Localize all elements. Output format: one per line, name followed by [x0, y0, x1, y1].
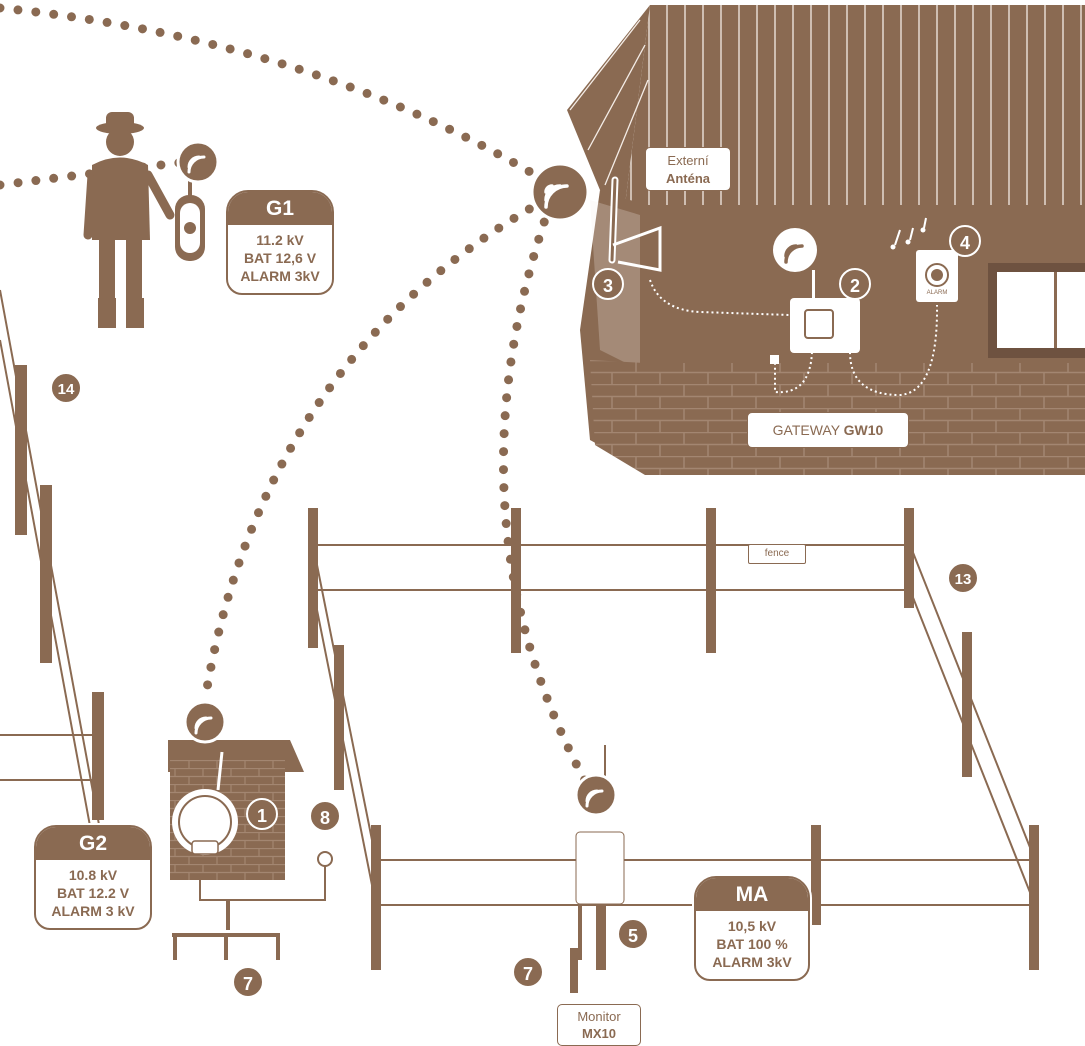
- wifi-icon: [773, 228, 817, 272]
- monitor-label: Monitor MX10: [557, 1004, 641, 1046]
- status-card-g1: G1 11.2 kV BAT 12,6 V ALARM 3kV: [226, 190, 334, 295]
- badge-14: 14: [50, 372, 82, 404]
- alarm-device-label: ALARM: [926, 290, 948, 296]
- wifi-icon: [530, 162, 590, 222]
- wifi-icon: [574, 773, 618, 817]
- energizer-house: [168, 740, 333, 960]
- badge-8: 8: [309, 800, 341, 832]
- card-title: G2: [36, 827, 150, 860]
- wifi-icon: [176, 140, 220, 184]
- external-antenna-label: Externí Anténa: [645, 147, 731, 191]
- card-title: G1: [228, 192, 332, 225]
- fence-sign: fence: [748, 544, 806, 564]
- radio-links: [0, 3, 595, 795]
- card-title: MA: [696, 878, 808, 911]
- badge-2: 2: [839, 268, 871, 300]
- status-card-ma: MA 10,5 kV BAT 100 % ALARM 3kV: [694, 876, 810, 981]
- badge-4: 4: [949, 225, 981, 257]
- fence-left: [0, 289, 104, 881]
- badge-7-left: 7: [232, 966, 264, 998]
- monitor-device: [570, 745, 625, 993]
- badge-5: 5: [617, 918, 649, 950]
- gateway-label: GATEWAY GW10: [747, 412, 909, 448]
- badge-1: 1: [246, 798, 278, 830]
- badge-13: 13: [947, 562, 979, 594]
- remote-control-icon: [175, 180, 205, 261]
- status-card-g2: G2 10.8 kV BAT 12.2 V ALARM 3 kV: [34, 825, 152, 930]
- fence-right: [308, 508, 1039, 970]
- wifi-icon: [183, 700, 227, 744]
- building: [567, 5, 1085, 475]
- badge-7-right: 7: [512, 956, 544, 988]
- farmer-figure: [83, 112, 175, 328]
- badge-3: 3: [592, 268, 624, 300]
